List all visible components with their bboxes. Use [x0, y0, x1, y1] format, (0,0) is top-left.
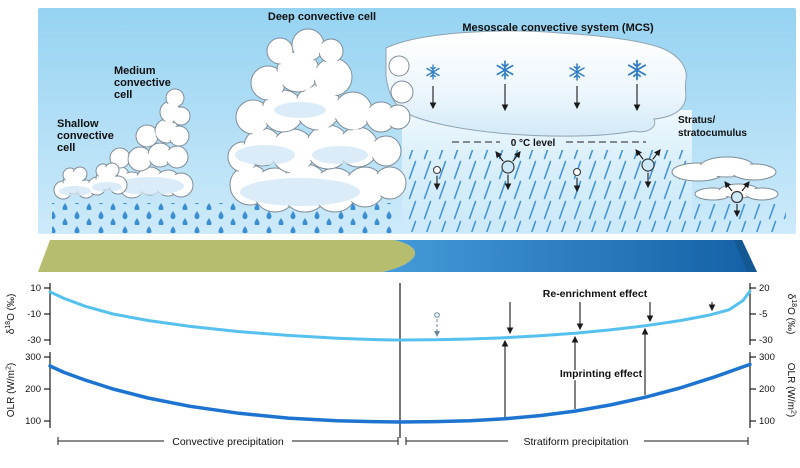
olr-ticks: 300 200 100 300 200 100	[25, 352, 775, 427]
olr-left-tick-0: 300	[25, 352, 41, 363]
d18o-right-tick-2: -30	[759, 335, 773, 346]
anvil-cloud-deck	[385, 30, 687, 137]
d18o-left-axis-title: δ18O (‰)	[5, 294, 17, 335]
re-enrichment-arrows	[506, 302, 716, 335]
stratus-rain-area	[694, 204, 786, 232]
d18o-curve-convective	[48, 290, 402, 342]
d18o-ticks: 10 -10 -30 20 -5 -30	[27, 283, 772, 346]
land-surface	[38, 240, 416, 272]
region-label-stratiform: Stratiform precipitation	[523, 436, 628, 448]
label-stratus-1: Stratus/	[678, 115, 715, 126]
freezing-level: 0 °C level	[452, 138, 646, 149]
olr-right-axis-title: OLR (W/m2)	[785, 363, 797, 417]
d18o-curve-stratiform	[398, 289, 752, 342]
d18o-right-tick-1: -5	[759, 309, 767, 320]
stratus-cloud	[671, 156, 779, 201]
cumulus-clouds-layer	[53, 28, 414, 213]
ocean-surface	[383, 240, 757, 272]
melting-particles	[432, 149, 661, 193]
label-shallow-cell-3: cell	[57, 142, 75, 154]
label-stratus-2: stratocumulus	[678, 128, 747, 139]
ocean-edge-face	[734, 240, 757, 272]
melting-particle-large	[635, 149, 661, 189]
sky-labels: Deep convective cell Medium convective c…	[57, 11, 747, 154]
label-medium-cell-3: cell	[114, 89, 132, 101]
d18o-left-tick-1: -10	[27, 309, 41, 320]
olr-curve-convective	[48, 364, 402, 424]
d18o-right-tick-0: 20	[759, 283, 770, 294]
imprinting-label: Imprinting effect	[560, 368, 643, 380]
falling-snow-marker	[434, 312, 440, 337]
olr-right-tick-0: 300	[759, 352, 775, 363]
region-label-convective: Convective precipitation	[172, 436, 284, 448]
olr-left-axis-title: OLR (W/m2)	[6, 363, 18, 417]
d18o-left-tick-0: 10	[30, 283, 41, 294]
olr-left-tick-2: 100	[25, 416, 41, 427]
label-mcs: Mesoscale convective system (MCS)	[462, 22, 654, 34]
re-enrichment-label: Re-enrichment effect	[543, 288, 648, 300]
d18o-right-axis-title: δ18O (‰)	[785, 294, 797, 335]
deep-convective-cloud	[227, 28, 414, 213]
olr-left-tick-1: 200	[25, 384, 41, 395]
freezing-level-label: 0 °C level	[511, 138, 556, 149]
melting-particle-small	[432, 165, 442, 191]
shallow-convective-cloud	[53, 162, 128, 200]
imprinting-arrows	[501, 327, 649, 417]
snowflake-layer	[426, 59, 647, 112]
label-medium-cell-2: convective	[114, 77, 171, 89]
medium-convective-cloud	[105, 88, 194, 199]
label-shallow-cell-1: Shallow	[57, 118, 99, 130]
melting-particle-small	[572, 167, 582, 193]
stratus-clouds-layer	[671, 156, 779, 201]
melting-particle-stratus	[724, 181, 750, 218]
region-brackets	[57, 437, 749, 445]
olr-curve-stratiform	[398, 362, 752, 424]
surface-strip	[38, 240, 757, 272]
label-shallow-cell-2: convective	[57, 130, 114, 142]
label-deep-cell: Deep convective cell	[268, 11, 376, 23]
label-medium-cell-1: Medium	[114, 65, 156, 77]
olr-right-tick-1: 200	[759, 384, 775, 395]
d18o-left-tick-2: -30	[27, 335, 41, 346]
charts: 10 -10 -30 20 -5 -30 300 200 100 300 200…	[5, 283, 797, 448]
melting-particle-large	[495, 151, 521, 191]
olr-right-tick-2: 100	[759, 416, 775, 427]
